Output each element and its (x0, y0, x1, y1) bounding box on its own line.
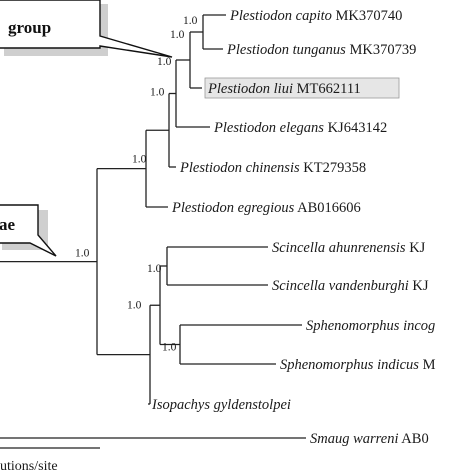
group-callout: group (0, 0, 173, 58)
tip-accession: MK370739 (346, 42, 417, 58)
tree-branches (0, 14, 306, 439)
highlight-box (204, 77, 400, 99)
tip-accession: KJ643142 (324, 120, 387, 136)
tip-species-name: Sphenomorphus indicus (280, 357, 419, 373)
tip-label: Plestiodon capito MK370740 (229, 8, 402, 24)
tip-label: Smaug warreni AB0 (310, 431, 429, 447)
tip-label: Plestiodon tunganus MK370739 (226, 42, 416, 58)
tip-label: Sphenomorphus indicus M (280, 357, 436, 373)
tip-species-name: Scincella vandenburghi (272, 278, 409, 294)
tip-species-name: Plestiodon liui (207, 81, 293, 97)
tip-text: Plestiodon capito MK370740 (229, 8, 402, 24)
group-callout-label: group (8, 18, 51, 37)
support-values: 1.0 1.0 1.0 1.0 1.0 1.0 1.0 1.0 1.0 (75, 15, 198, 354)
tip-species-name: Smaug warreni (310, 431, 398, 447)
tip-accession: M (419, 357, 436, 373)
tip-label: Scincella vandenburghi KJ (272, 278, 429, 294)
tip-species-name: Plestiodon egregious (171, 200, 295, 216)
tip-label: Isopachys gyldenstolpei (151, 397, 291, 413)
tip-text: Plestiodon elegans KJ643142 (213, 120, 387, 136)
tip-accession: KT279358 (300, 160, 366, 176)
support-sphenomorphinae: 1.0 (127, 299, 142, 311)
tip-label: Scincella ahunrenensis KJ (272, 240, 426, 256)
support-root_ingroup: 1.0 (75, 248, 90, 260)
tip-species-name: Sphenomorphus incog (306, 318, 435, 334)
tip-label: Sphenomorphus incog (306, 318, 435, 334)
group-callout-box (0, 0, 173, 58)
tip-accession: KJ (409, 278, 429, 294)
tip-species-name: Plestiodon chinensis (179, 160, 300, 176)
support-capito_tunganus: 1.0 (183, 15, 198, 27)
tip-accession: MT662111 (293, 81, 361, 97)
tip-text: Scincella vandenburghi KJ (272, 278, 429, 294)
support-to_chinensis: 1.0 (150, 87, 165, 99)
tip-text: Plestiodon egregious AB016606 (171, 200, 361, 216)
scale-bar-label: utions/site (0, 459, 58, 474)
support-sphenomorphus: 1.0 (162, 342, 177, 354)
support-capito_liui: 1.0 (170, 29, 185, 41)
tip-accession: AB016606 (294, 200, 360, 216)
tip-species-name: Plestiodon tunganus (226, 42, 346, 58)
support-plestiodon: 1.0 (132, 154, 147, 166)
tip-species-name: Plestiodon capito (229, 8, 332, 24)
tip-label: Plestiodon liui MT662111 (204, 77, 400, 99)
tip-text: Sphenomorphus incog (306, 318, 435, 334)
tip-species-name: Isopachys gyldenstolpei (151, 397, 291, 413)
tip-text: Sphenomorphus indicus M (280, 357, 436, 373)
tip-label: Plestiodon chinensis KT279358 (179, 160, 366, 176)
tip-species-name: Plestiodon elegans (213, 120, 324, 136)
family-callout-box (0, 204, 57, 257)
tip-accession: MK370740 (332, 8, 403, 24)
support-to_elegans: 1.0 (157, 56, 172, 68)
tip-accession: KJ (406, 240, 426, 256)
support-scincella: 1.0 (147, 263, 162, 275)
family-callout-label: ae (0, 215, 16, 234)
tip-accession: AB0 (398, 431, 428, 447)
family-callout: ae (0, 204, 57, 257)
tip-text: Isopachys gyldenstolpei (151, 397, 291, 413)
tip-text: Smaug warreni AB0 (310, 431, 429, 447)
tip-text: Scincella ahunrenensis KJ (272, 240, 426, 256)
tip-species-name: Scincella ahunrenensis (272, 240, 406, 256)
tip-label: Plestiodon elegans KJ643142 (213, 120, 387, 136)
tip-text: Plestiodon liui MT662111 (207, 81, 361, 97)
tip-text: Plestiodon chinensis KT279358 (179, 160, 366, 176)
tip-label: Plestiodon egregious AB016606 (171, 200, 361, 216)
tip-text: Plestiodon tunganus MK370739 (226, 42, 416, 58)
